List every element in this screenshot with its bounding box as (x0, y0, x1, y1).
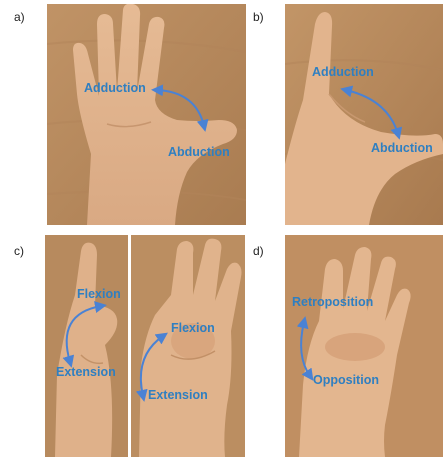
label-a-abduction: Abduction (168, 146, 230, 159)
hand-photo-c-right (131, 235, 245, 457)
label-d-retroposition: Retroposition (292, 296, 373, 309)
label-c-right-flexion: Flexion (171, 322, 215, 335)
label-c-left-flexion: Flexion (77, 288, 121, 301)
hand-photo-b (285, 4, 443, 225)
label-b-adduction: Adduction (312, 66, 374, 79)
label-b-abduction: Abduction (371, 142, 433, 155)
label-c-right-extension: Extension (148, 389, 208, 402)
panel-letter-b: b) (253, 10, 264, 24)
panel-letter-a: a) (14, 10, 25, 24)
hand-photo-a (47, 4, 246, 225)
label-a-adduction: Adduction (84, 82, 146, 95)
label-d-opposition: Opposition (313, 374, 379, 387)
label-c-left-extension: Extension (56, 366, 116, 379)
hand-photo-c-left (45, 235, 128, 457)
hand-photo-d (285, 235, 443, 457)
panel-letter-d: d) (253, 244, 264, 258)
panel-letter-c: c) (14, 244, 24, 258)
